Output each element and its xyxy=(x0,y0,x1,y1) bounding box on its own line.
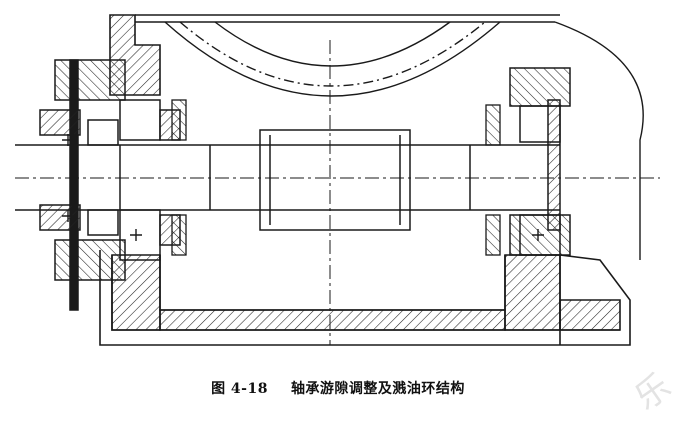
figure-number: 图 4-18 xyxy=(211,381,268,397)
figure-caption: 图 4-18 轴承游隙调整及溅油环结构 xyxy=(0,378,676,398)
right-bearing-cap xyxy=(509,67,571,256)
housing xyxy=(99,14,631,346)
bearing-marks xyxy=(62,134,544,241)
splash-rings xyxy=(171,99,501,256)
shaft xyxy=(15,40,660,345)
gear-arc xyxy=(164,21,644,260)
figure-title: 轴承游隙调整及溅油环结构 xyxy=(290,381,465,397)
bearing-assembly-drawing xyxy=(15,14,660,346)
left-bearing-cap xyxy=(39,59,181,311)
